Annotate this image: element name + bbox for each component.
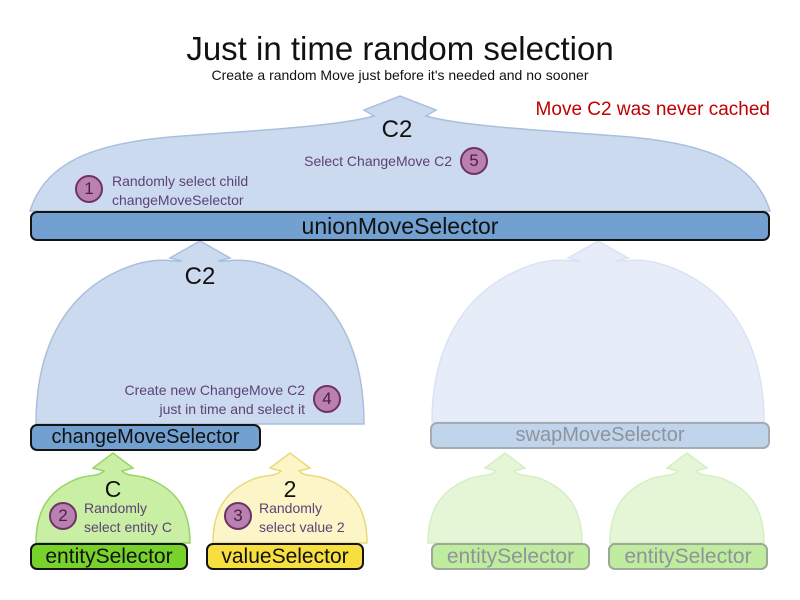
step4-line1: Create new ChangeMove C2 [124, 382, 305, 398]
step3-line2: select value 2 [259, 519, 345, 535]
entity-selector-bar: entitySelector [30, 543, 188, 570]
page-title: Just in time random selection [186, 30, 614, 67]
page-subtitle: Create a random Move just before it's ne… [211, 67, 589, 83]
change-selection-stream-shape [35, 240, 365, 425]
selected-move-label-change: C2 [184, 263, 216, 290]
change-move-selector-bar: changeMoveSelector [30, 424, 261, 451]
faded-entity-stream-right-shape [609, 452, 765, 544]
faded-entity-stream-left-shape [427, 452, 583, 544]
selected-value-label: 2 [283, 476, 297, 502]
step4-badge: 4 [313, 385, 341, 413]
step3-annotation: Randomly select value 2 [259, 499, 345, 537]
selected-move-label-union: C2 [381, 116, 413, 143]
step1-line1: Randomly select child [112, 173, 249, 189]
never-cached-note: Move C2 was never cached [535, 99, 770, 120]
union-selection-stream-shape [28, 95, 772, 212]
step1-line2: changeMoveSelector [112, 192, 244, 208]
swap-move-selector-bar-faded: swapMoveSelector [430, 422, 770, 449]
step3-badge: 3 [224, 502, 252, 530]
selected-entity-label: C [104, 476, 122, 502]
step1-annotation: Randomly select child changeMoveSelector [112, 172, 248, 210]
faded-entity-selector-bar-left: entitySelector [431, 543, 590, 570]
step4-line2: just in time and select it [159, 401, 305, 417]
step2-annotation: Randomly select entity C [84, 499, 172, 537]
value-selector-bar: valueSelector [206, 543, 364, 570]
step5-annotation: Select ChangeMove C2 [292, 152, 452, 171]
step5-line1: Select ChangeMove C2 [304, 153, 452, 169]
value-selection-stream-shape [212, 452, 368, 544]
step1-badge: 1 [75, 175, 103, 203]
step2-badge: 2 [49, 502, 77, 530]
step2-line1: Randomly [84, 500, 148, 516]
faded-entity-selector-bar-right: entitySelector [608, 543, 768, 570]
step4-annotation: Create new ChangeMove C2 just in time an… [120, 381, 305, 419]
swap-selection-stream-shape-faded [431, 240, 765, 423]
step5-badge: 5 [460, 147, 488, 175]
step3-line1: Randomly [259, 500, 323, 516]
union-move-selector-bar: unionMoveSelector [30, 211, 770, 241]
step2-line2: select entity C [84, 519, 172, 535]
